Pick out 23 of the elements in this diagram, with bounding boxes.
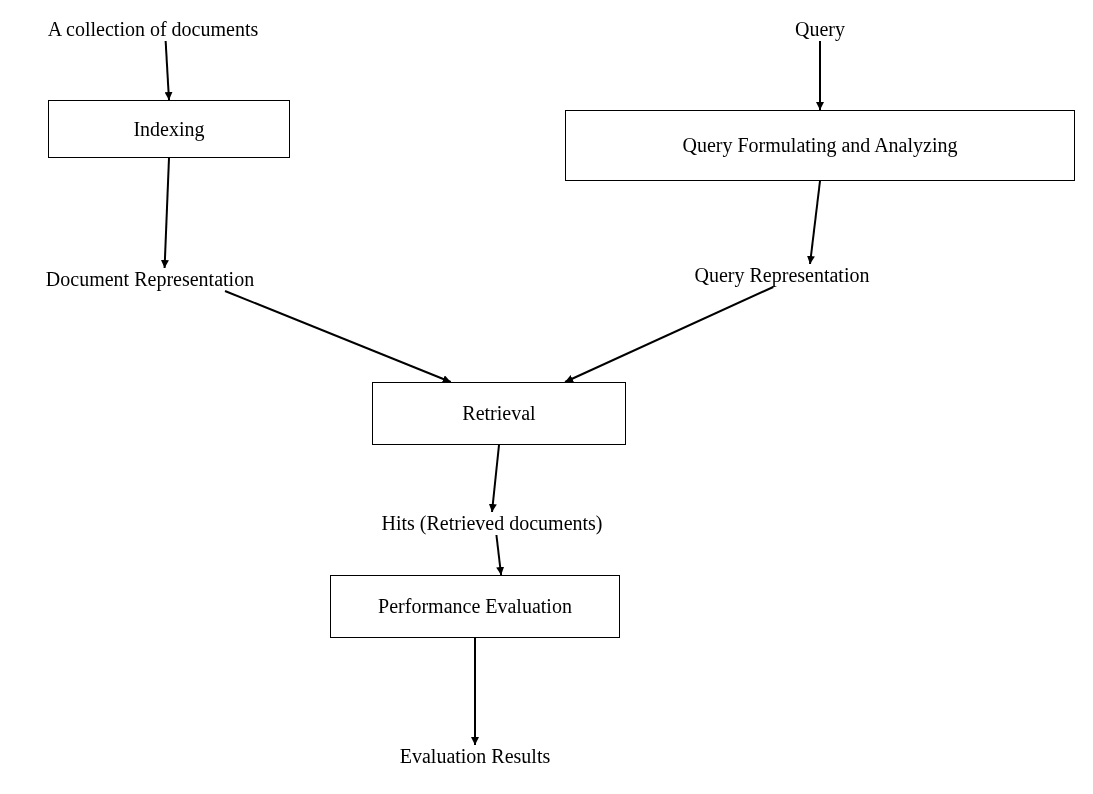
arrow — [807, 180, 821, 265]
process-box — [48, 100, 290, 158]
node-label: Document Representation — [45, 268, 255, 291]
process-box — [372, 382, 626, 445]
arrow — [160, 157, 170, 269]
arrow — [495, 534, 505, 576]
node-label: Hits (Retrieved documents) — [381, 512, 603, 535]
process-box — [330, 575, 620, 638]
arrow — [164, 40, 173, 101]
node-label: Query Representation — [694, 264, 870, 287]
arrow — [224, 290, 452, 383]
box-label: Retrieval — [462, 402, 536, 425]
arrow — [564, 286, 775, 383]
arrow — [471, 637, 479, 746]
node-label: Evaluation Results — [399, 745, 551, 768]
arrow — [488, 444, 500, 513]
box-label: Indexing — [133, 117, 205, 141]
arrow — [816, 40, 824, 111]
node-label: A collection of documents — [47, 18, 259, 41]
process-box — [565, 110, 1075, 181]
box-label: Query Formulating and Analyzing — [682, 134, 958, 157]
box-label: Performance Evaluation — [378, 595, 572, 618]
node-label: Query — [795, 18, 845, 41]
